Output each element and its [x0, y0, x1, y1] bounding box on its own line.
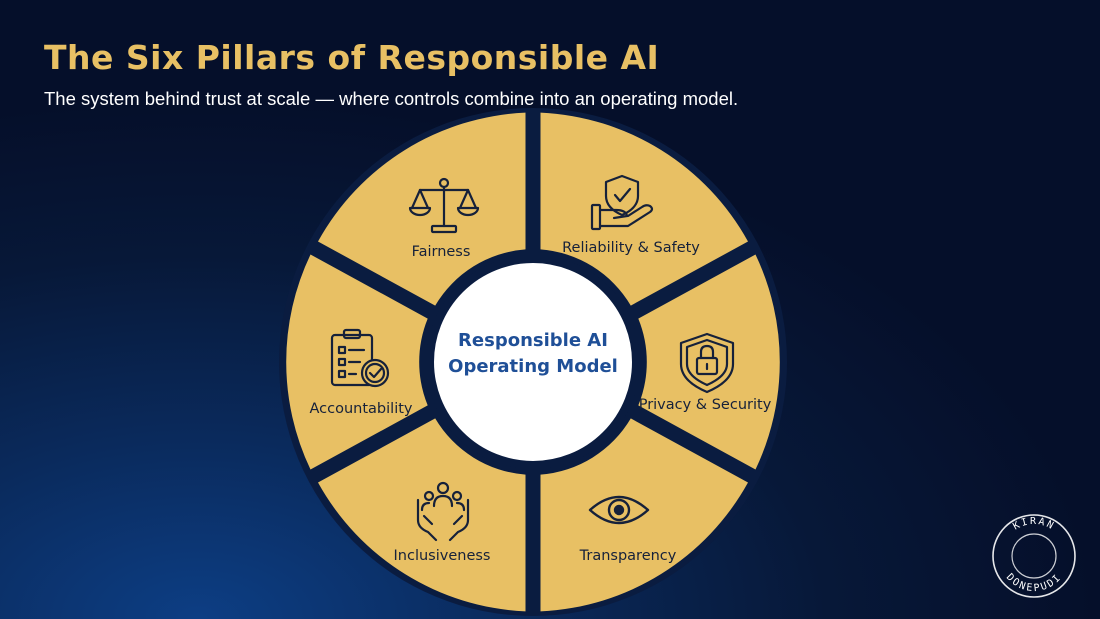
center-title-line2: Operating Model: [448, 356, 618, 377]
page-title: The Six Pillars of Responsible AI: [44, 38, 660, 77]
pillar-label-reliability-safety: Reliability & Safety: [562, 240, 700, 256]
scales-icon: [408, 177, 480, 234]
clipboard-check-icon: [330, 328, 390, 388]
segment-reliability-safety[interactable]: [540, 112, 749, 306]
pillar-label-fairness: Fairness: [412, 244, 471, 260]
segment-inclusiveness[interactable]: [318, 418, 526, 612]
shield-lock-icon: [679, 332, 735, 394]
page-subtitle: The system behind trust at scale — where…: [44, 88, 739, 109]
signature-stamp: KIRAN DONEPUDI: [992, 514, 1076, 598]
eye-icon: [588, 495, 650, 525]
pillar-label-inclusiveness: Inclusiveness: [394, 548, 491, 564]
pillar-label-privacy-security: Privacy & Security: [639, 397, 772, 413]
people-hands-icon: [416, 481, 470, 542]
center-title-line1: Responsible AI: [458, 330, 608, 351]
pillar-label-transparency: Transparency: [579, 548, 677, 564]
stamp-top-text: KIRAN: [1011, 516, 1057, 533]
pillar-label-accountability: Accountability: [310, 401, 413, 417]
shield-hand-icon: [590, 174, 654, 231]
center-hub: [426, 255, 640, 469]
segment-transparency[interactable]: [540, 418, 749, 612]
segment-privacy-security[interactable]: [638, 254, 780, 470]
